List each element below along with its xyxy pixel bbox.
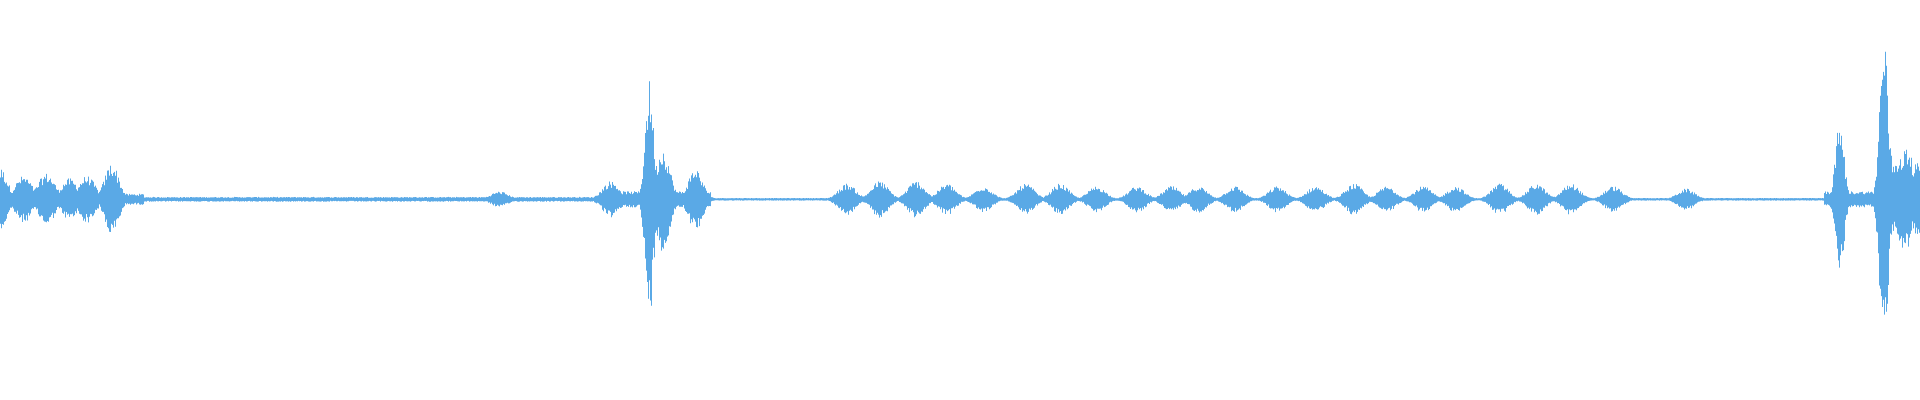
waveform-path — [0, 51, 1920, 315]
